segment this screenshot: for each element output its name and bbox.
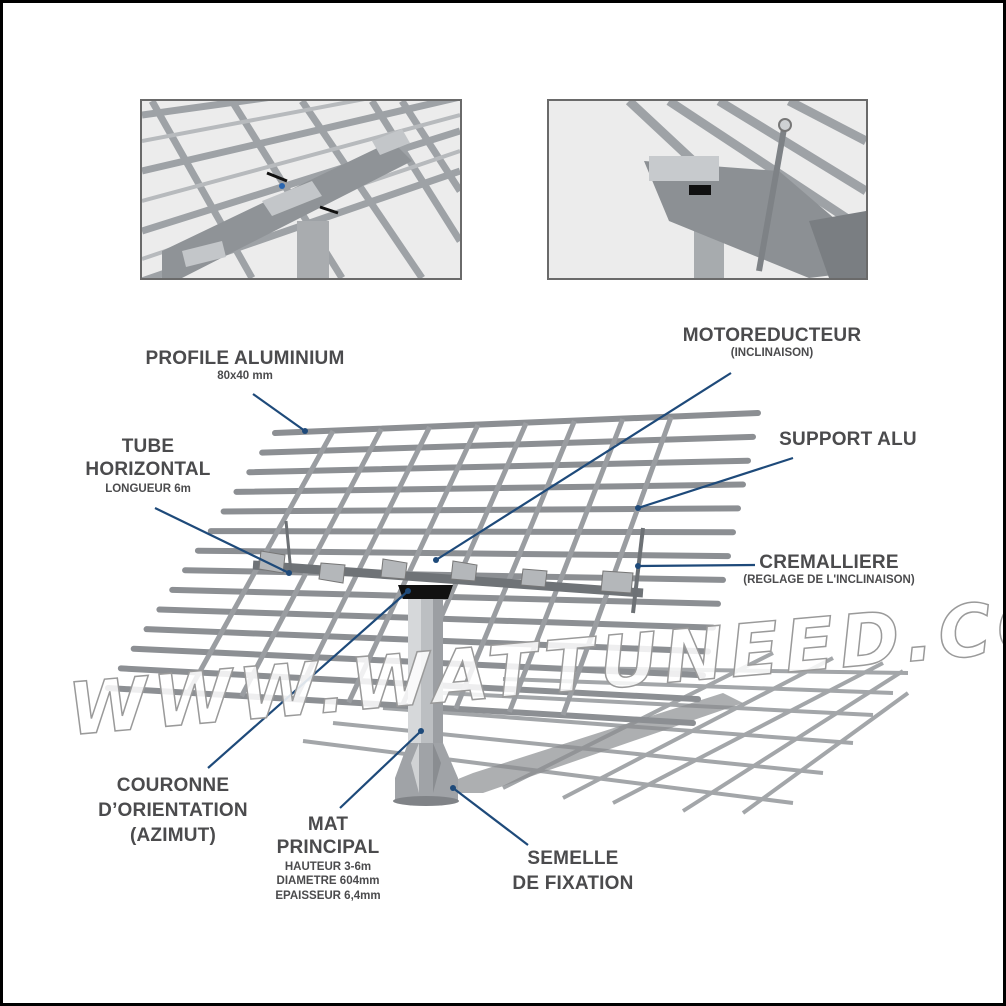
- label-crown-title1: COURONNE: [116, 775, 230, 796]
- label-support-alu: SUPPORT ALU: [778, 429, 918, 451]
- label-motoreducteur: MOTOREDUCTEUR (INCLINAISON): [681, 325, 863, 360]
- label-support-title: SUPPORT ALU: [779, 429, 917, 450]
- aluminium-support: [292, 425, 432, 701]
- horizontal-profile: [246, 457, 751, 476]
- rack-bar: [631, 527, 645, 614]
- horizontal-profile: [207, 528, 736, 536]
- tracker-structure-drawing: [105, 372, 910, 846]
- horizontal-profile: [259, 433, 756, 456]
- label-tube-horizontal: TUBE HORIZONTAL LONGUEUR 6m: [83, 436, 213, 495]
- label-profile-title: PROFILE ALUMINIUM: [145, 348, 345, 369]
- label-semelle: SEMELLE DE FIXATION: [498, 848, 648, 895]
- detail-bracket-drawing: [142, 101, 460, 278]
- horizontal-profile: [233, 481, 746, 495]
- base-plate: [395, 743, 458, 801]
- detail-inset-motor: [547, 99, 868, 280]
- horizontal-profile: [105, 685, 696, 726]
- label-motor-sub: (INCLINAISON): [730, 346, 814, 359]
- slewing-ring: [398, 585, 453, 599]
- label-mast-sub2: DIAMETRE 604mm: [276, 875, 380, 888]
- label-couronne: COURONNE D’ORIENTATION (AZIMUT): [98, 775, 248, 847]
- detail-motor-drawing: [549, 101, 866, 278]
- label-mast-sub3: EPAISSEUR 6,4mm: [275, 890, 381, 903]
- horizontal-tube: [252, 560, 644, 598]
- aluminium-support: [507, 418, 626, 713]
- label-cremalliere: CREMALLIERE (REGLAGE DE L'INCLINAISON): [731, 552, 927, 587]
- label-tube-title1: TUBE: [121, 436, 175, 457]
- tube-brackets: [258, 550, 634, 594]
- aluminium-support: [453, 420, 577, 710]
- horizontal-profile: [272, 410, 761, 436]
- label-base-title1: SEMELLE: [527, 848, 619, 869]
- label-crown-title2: D’ORIENTATION: [98, 799, 248, 821]
- aluminium-support: [560, 416, 674, 716]
- label-tube-sub: LONGUEUR 6m: [105, 482, 191, 495]
- label-base-title2: DE FIXATION: [512, 872, 634, 894]
- label-crown-title3: (AZIMUT): [129, 824, 216, 846]
- leader-lines: [154, 372, 794, 846]
- label-mast-sub1: HAUTEUR 3-6m: [284, 860, 372, 873]
- label-profile-sub: 80x40 mm: [217, 369, 273, 382]
- horizontal-profile: [220, 505, 741, 515]
- label-mast-title2: PRINCIPAL: [276, 836, 380, 858]
- label-rack-sub: (REGLAGE DE L'INCLINAISON): [743, 573, 915, 586]
- label-mast-title1: MAT: [307, 814, 349, 835]
- detail-inset-bracket: [140, 99, 462, 280]
- aluminium-support: [239, 427, 384, 698]
- leader-dots: [286, 428, 641, 791]
- label-rack-title: CREMALLIERE: [759, 552, 899, 573]
- label-tube-title2: HORIZONTAL: [85, 458, 211, 480]
- label-profile-aluminium: PROFILE ALUMINIUM 80x40 mm: [145, 348, 345, 383]
- label-mat-principal: MAT PRINCIPAL HAUTEUR 3-6m DIAMETRE 604m…: [258, 814, 398, 903]
- aluminium-support: [346, 423, 481, 704]
- label-motor-title: MOTOREDUCTEUR: [682, 325, 862, 346]
